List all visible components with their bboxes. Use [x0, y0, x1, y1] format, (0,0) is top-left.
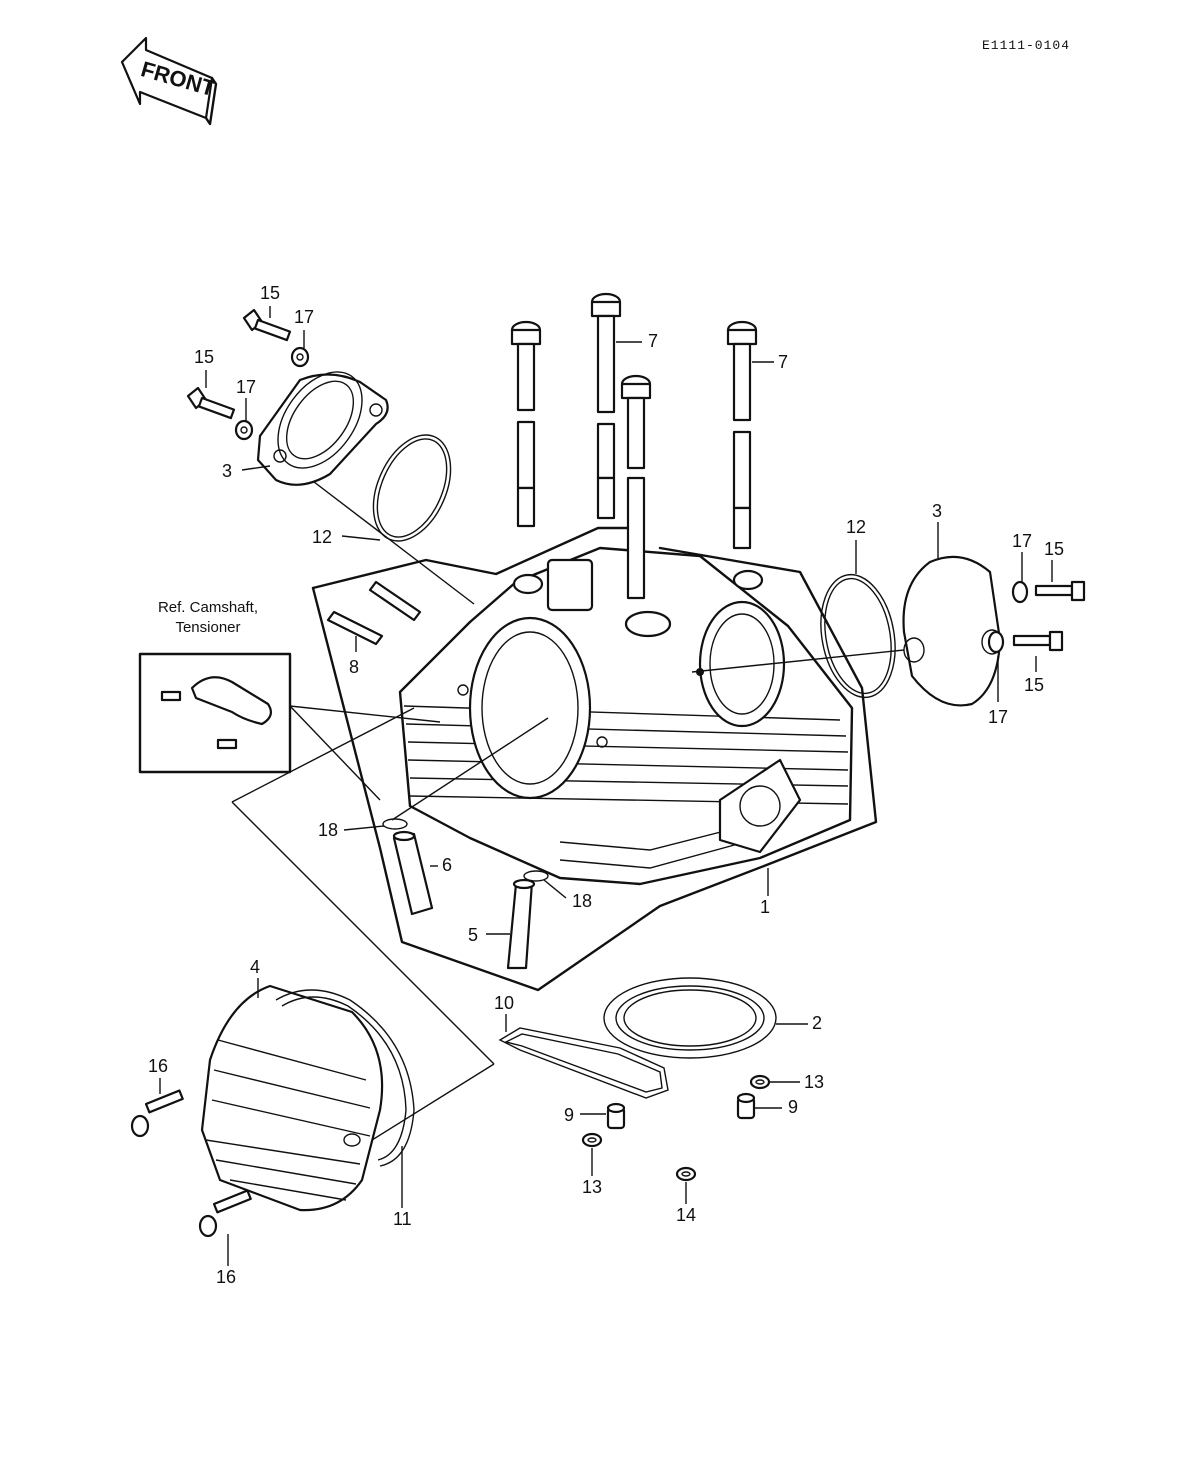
part-label-9-b: 9: [788, 1097, 799, 1117]
part-label-13-b: 13: [582, 1177, 603, 1197]
clip-18-b: [523, 870, 549, 882]
o-ring-left: [372, 434, 452, 542]
part-label-12-left: 12: [312, 527, 333, 547]
side-cover-4: [200, 984, 384, 1212]
clip-18-a: [382, 818, 408, 830]
seal-13-b: [581, 1132, 603, 1148]
washer-17-d: [987, 630, 1005, 654]
washer-17-c: [1011, 580, 1029, 604]
ref-camshaft-tensioner-note: Ref. Camshaft, Tensioner: [138, 598, 278, 638]
part-label-16-a: 16: [148, 1056, 169, 1076]
gasket-2: [603, 977, 777, 1059]
part-label-8: 8: [349, 657, 360, 677]
part-label-4: 4: [250, 957, 261, 977]
ref-camshaft-tensioner-box: [138, 652, 292, 774]
part-label-18-b: 18: [572, 891, 593, 911]
bolt-15-c: [1034, 580, 1086, 602]
bolt-15-d: [1012, 630, 1064, 652]
part-label-12-right: 12: [846, 517, 867, 537]
part-label-17-b: 17: [236, 377, 257, 397]
callout-lines: [159, 306, 1053, 1266]
o-ring-right: [820, 573, 896, 699]
head-bolt-set: [510, 292, 774, 600]
valve-guide-5: [506, 878, 536, 970]
head-bolt: [590, 292, 622, 520]
valve-guide-6: [392, 830, 434, 916]
ref-note-line-1: Ref. Camshaft,: [157, 599, 259, 616]
part-label-3-left: 3: [222, 461, 233, 481]
gasket-11: [275, 989, 415, 1167]
part-label-7-b: 7: [778, 352, 789, 372]
washer-17-b: [234, 419, 254, 441]
part-label-13-a: 13: [804, 1072, 825, 1092]
part-label-1: 1: [760, 897, 771, 917]
tappet-cover-right: [902, 555, 1003, 707]
cylinder-head: [398, 546, 854, 886]
bolt-15-a: [242, 308, 292, 342]
screw-16-a: [130, 1089, 184, 1138]
part-label-11: 11: [393, 1209, 412, 1229]
part-label-3-right: 3: [932, 501, 943, 521]
washer-17-a: [290, 346, 310, 368]
head-bolt: [510, 320, 542, 528]
collar-9-a: [606, 1102, 626, 1130]
part-label-17-d: 17: [988, 707, 1009, 727]
part-label-15-d: 15: [1024, 675, 1045, 695]
part-label-5: 5: [468, 925, 479, 945]
part-label-2: 2: [812, 1013, 823, 1033]
head-bolt: [620, 374, 652, 600]
part-label-10: 10: [494, 993, 515, 1013]
part-label-17-c: 17: [1012, 531, 1033, 551]
tappet-cover-left: [256, 371, 389, 486]
part-label-15-b: 15: [194, 347, 215, 367]
front-arrow-icon: FRONT: [120, 36, 218, 126]
screw-16-b: [198, 1189, 252, 1238]
part-label-18-a: 18: [318, 820, 339, 840]
seal-13-a: [749, 1074, 771, 1090]
part-label-7-a: 7: [648, 331, 659, 351]
part-label-14: 14: [676, 1205, 697, 1225]
part-label-17-a: 17: [294, 307, 315, 327]
gasket-10: [498, 1027, 669, 1099]
dowel-pin-set: [326, 580, 422, 652]
bolt-15-b: [186, 386, 236, 420]
diagram-code: E1111-0104: [982, 38, 1071, 53]
head-bolt: [726, 320, 758, 550]
part-label-15-a: 15: [260, 283, 281, 303]
part-label-16-b: 16: [216, 1267, 237, 1287]
part-label-6: 6: [442, 855, 453, 875]
washer-14: [675, 1166, 697, 1182]
collar-9-b: [736, 1092, 756, 1120]
part-label-15-c: 15: [1044, 539, 1065, 559]
ref-note-line-2: Tensioner: [175, 619, 241, 636]
part-label-9-a: 9: [564, 1105, 575, 1125]
